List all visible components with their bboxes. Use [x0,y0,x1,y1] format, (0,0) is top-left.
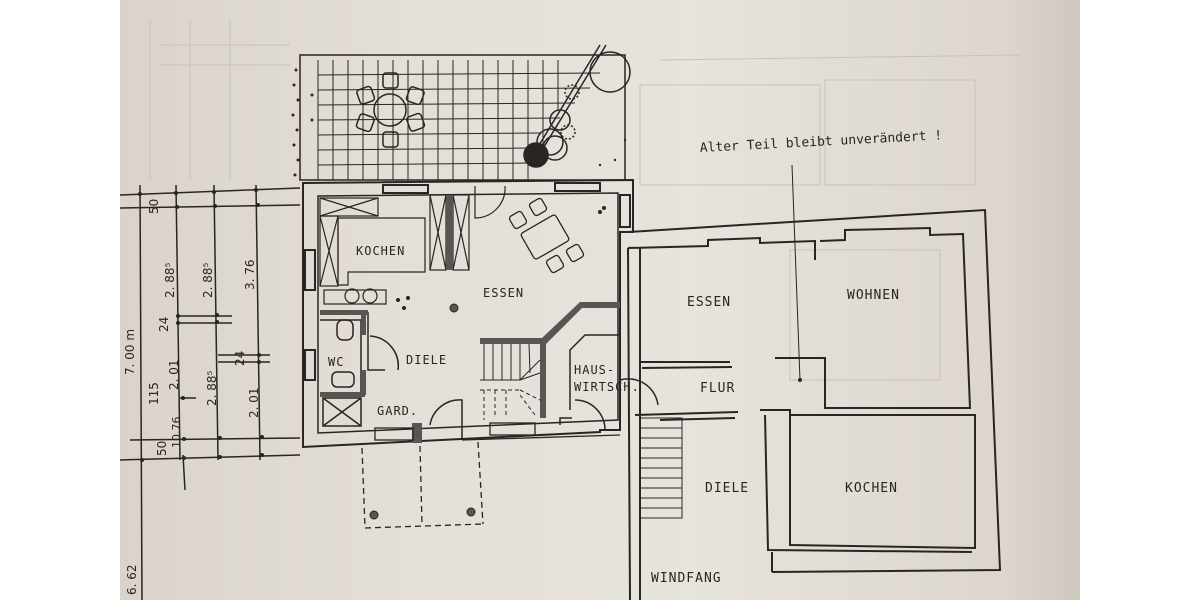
dim-50-top: 50 [147,199,161,214]
dim-2-01-a: 2. 01 [167,359,181,390]
carport-post [466,507,476,517]
leader-line [791,164,801,381]
terrace [299,44,631,181]
dim-24-a: 24 [157,317,171,332]
dim-6-62: 6. 62 [125,564,139,595]
room-label-essen: ESSEN [483,286,524,300]
kitchen-cabinets [319,194,470,305]
dim-115: 115 [147,382,161,405]
terrace-door [474,185,506,219]
old-stairs [639,417,683,519]
room-label-wirtsch: WIRTSCH. [574,380,640,394]
dim-24-b: 24 [233,351,247,366]
thick-walls [320,302,620,443]
dim-50-bottom: 50 [155,441,169,456]
new-part-walls [302,178,634,449]
room-label-old-windfang: WINDFANG [651,571,722,586]
dim-total: 7. 00 m [123,329,137,375]
room-label-old-wohnen: WOHNEN [847,288,900,303]
room-label-diele: DIELE [406,353,447,367]
dining-furniture [508,197,585,274]
room-label-kochen: KOCHEN [356,244,405,258]
room-label-old-diele: DIELE [705,481,749,496]
utility-room-walls [429,334,659,440]
carport-post [369,510,379,520]
room-label-wc: WC [328,355,344,369]
carport-outline [361,441,484,529]
old-part-walls [627,208,1002,600]
leader-dot [798,378,802,382]
room-label-old-essen: ESSEN [687,295,731,310]
dim-2-01-b: 2. 01 [247,387,261,418]
dimension-dots [138,188,264,462]
dimension-labels: 7. 00 m 115 10.76 50 50 2. 88⁵ 24 2. 01 … [123,199,261,595]
room-label-haus: HAUS- [574,363,615,377]
dim-2-885-a: 2. 88⁵ [163,262,177,298]
dim-3-76: 3. 76 [243,259,257,290]
dim-2-885-b: 2. 88⁵ [201,262,215,298]
floor-plan-paper: KOCHEN ESSEN DIELE WC GARD. HAUS- WIRTSC… [120,0,1080,600]
stairs [480,343,541,420]
room-label-old-flur: FLUR [700,381,735,396]
room-label-old-kochen: KOCHEN [845,481,898,496]
floor-plan-drawing: KOCHEN ESSEN DIELE WC GARD. HAUS- WIRTSC… [120,20,1021,600]
dim-10-76: 10.76 [170,417,183,449]
hedge-dots [291,68,627,310]
column [449,303,459,313]
chimney [446,195,453,270]
entrance-steps [374,422,621,441]
room-label-gard: GARD. [377,404,418,418]
note-old-part-unchanged: Alter Teil bleibt unverändert ! [699,128,942,156]
faint-old-plan-lines [149,20,1021,381]
dim-2-885-c: 2. 88⁵ [205,370,219,406]
